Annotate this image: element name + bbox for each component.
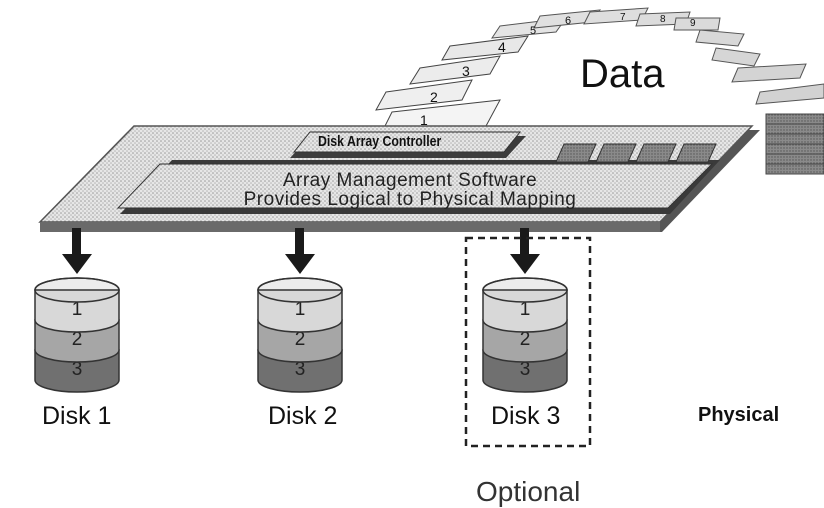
arrow-to-disk-2 bbox=[285, 228, 315, 274]
arrow-to-disk-1 bbox=[62, 228, 92, 274]
data-page-extra bbox=[731, 63, 807, 83]
physical-label: Physical bbox=[698, 404, 780, 426]
disk-2-segment-label-2: 2 bbox=[295, 329, 306, 350]
data-page-label-5: 5 bbox=[530, 25, 536, 37]
data-page-label-1: 1 bbox=[420, 112, 428, 128]
disk-2-segment-label-3: 3 bbox=[295, 359, 306, 380]
disk-1-top bbox=[34, 277, 120, 303]
disk-1-label: Disk 1 bbox=[42, 402, 112, 430]
data-label: Data bbox=[580, 52, 665, 96]
disk-3-top bbox=[482, 277, 568, 303]
data-page-extra bbox=[755, 83, 824, 105]
disk-1-segment-label-3: 3 bbox=[72, 359, 83, 380]
controller-board bbox=[38, 125, 760, 232]
disk-array-controller-label: Disk Array Controller bbox=[318, 133, 442, 150]
disk-2-top bbox=[257, 277, 343, 303]
data-pages bbox=[375, 7, 824, 175]
data-page-4 bbox=[441, 35, 529, 61]
data-page-3 bbox=[409, 55, 501, 85]
disk-1-cylinder: 3 2 1 bbox=[34, 277, 120, 393]
array-management-software-label: Array Management Software bbox=[282, 170, 538, 191]
mapping-description-label: Provides Logical to Physical Mapping bbox=[243, 189, 577, 210]
mapping-arrows bbox=[62, 228, 540, 274]
data-page-label-2: 2 bbox=[430, 89, 438, 105]
disk-3-segment-label-2: 2 bbox=[520, 329, 531, 350]
data-stack bbox=[765, 113, 824, 175]
data-page-extra bbox=[695, 29, 745, 47]
data-page-9 bbox=[673, 17, 721, 31]
disk-3-label: Disk 3 bbox=[491, 402, 561, 430]
disk-3-segment-label-1: 1 bbox=[520, 299, 531, 320]
disk-2-segment-label-1: 1 bbox=[295, 299, 306, 320]
disk-2-label: Disk 2 bbox=[268, 402, 338, 430]
optional-label: Optional bbox=[476, 476, 581, 507]
disk-3-cylinder: 3 2 1 bbox=[482, 277, 568, 393]
data-page-label-3: 3 bbox=[462, 63, 470, 79]
data-page-label-6: 6 bbox=[565, 15, 571, 27]
disk-1-segment-label-2: 2 bbox=[72, 329, 83, 350]
data-page-2 bbox=[375, 79, 473, 111]
disk-2-cylinder: 3 2 1 bbox=[257, 277, 343, 393]
data-page-label-8: 8 bbox=[660, 14, 666, 25]
data-page-label-7: 7 bbox=[620, 12, 626, 23]
disk-3-segment-label-3: 3 bbox=[520, 359, 531, 380]
data-page-label-9: 9 bbox=[690, 18, 696, 29]
data-page-extra bbox=[711, 47, 761, 67]
data-page-label-4: 4 bbox=[498, 39, 506, 55]
arrow-to-disk-3 bbox=[510, 228, 540, 274]
disk-1-segment-label-1: 1 bbox=[72, 299, 83, 320]
optional-dashed-box bbox=[464, 236, 592, 448]
